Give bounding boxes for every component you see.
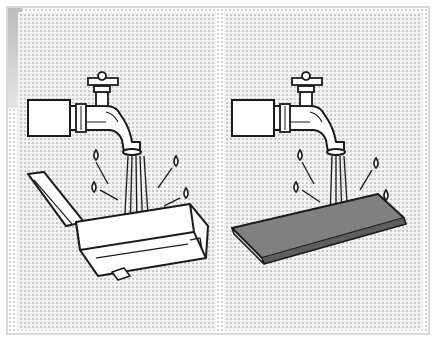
faucet-icon: [232, 72, 345, 155]
filter-pad-icon: [232, 194, 406, 264]
dust-container-icon: [28, 172, 208, 280]
faucet-icon: [28, 72, 141, 155]
